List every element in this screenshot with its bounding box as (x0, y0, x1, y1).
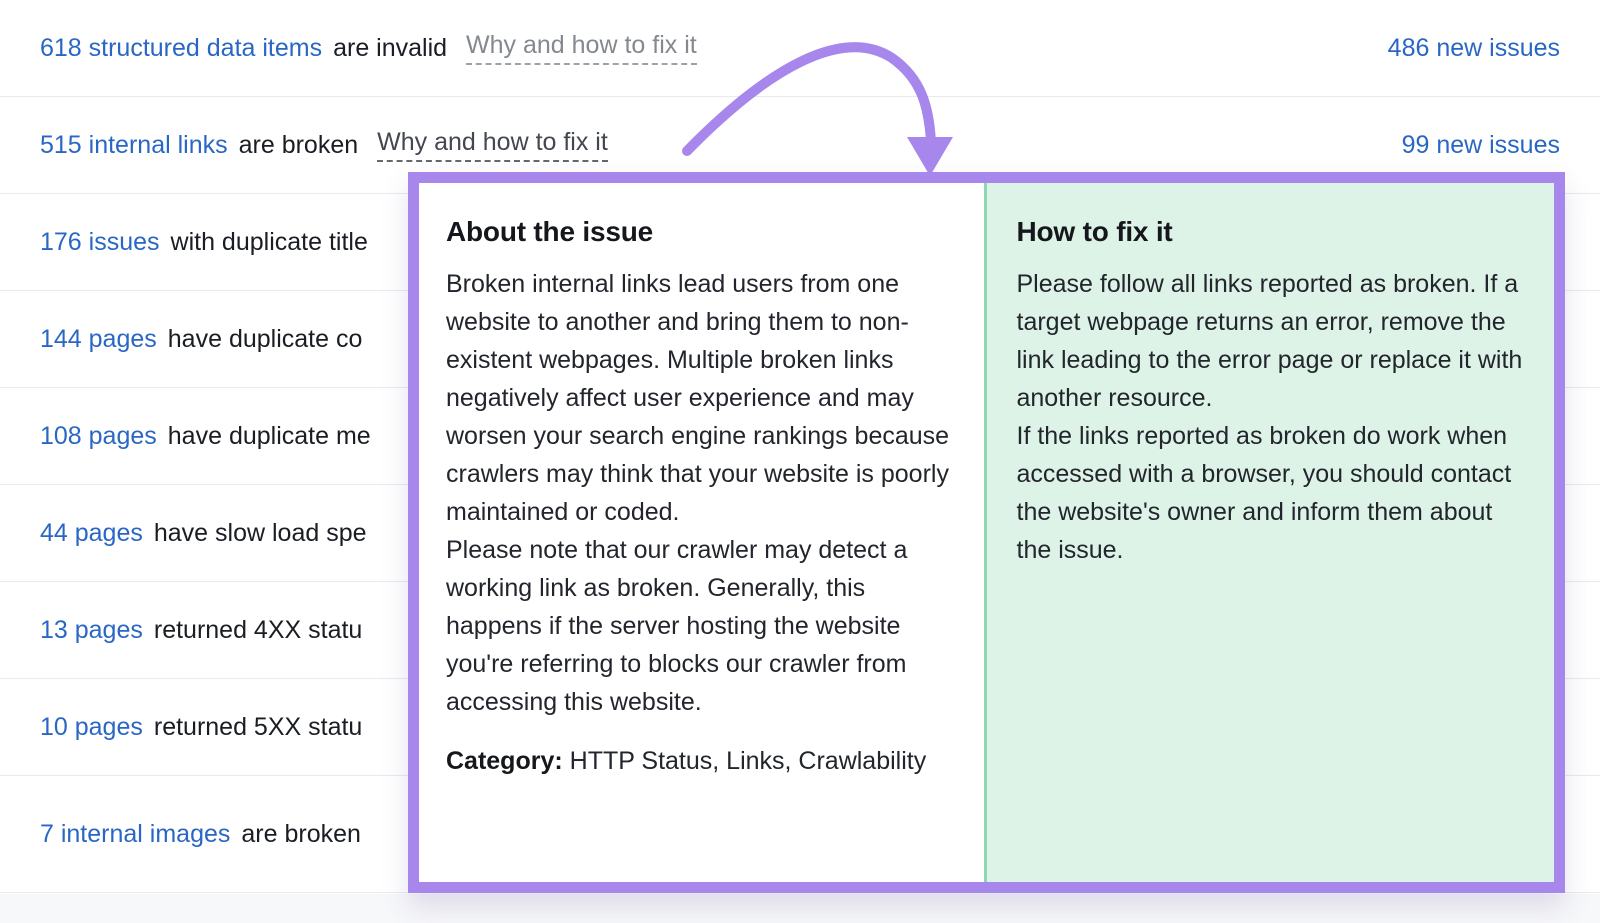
new-issues-link[interactable]: 99 new issues (1401, 130, 1560, 159)
issue-text: have slow load spe (153, 518, 367, 547)
issue-count-link[interactable]: 618 structured data items (40, 33, 323, 62)
page-background-strip (0, 894, 1600, 923)
issue-text: have duplicate co (167, 324, 363, 353)
issue-count-link[interactable]: 44 pages (40, 518, 143, 547)
issue-text: returned 5XX statu (153, 712, 363, 741)
issue-category: Category: HTTP Status, Links, Crawlabili… (446, 742, 958, 780)
issue-count-link[interactable]: 144 pages (40, 324, 157, 353)
issue-text: have duplicate me (167, 421, 371, 450)
issue-text: are invalid (333, 33, 448, 62)
about-body: Broken internal links lead users from on… (446, 270, 950, 716)
issue-count-link[interactable]: 176 issues (40, 227, 160, 256)
how-to-fix-panel: How to fix it Please follow all links re… (983, 183, 1554, 882)
issue-row: 618 structured data items are invalid Wh… (0, 0, 1600, 97)
why-how-to-fix-link[interactable]: Why and how to fix it (377, 128, 608, 162)
why-how-to-fix-link[interactable]: Why and how to fix it (466, 31, 697, 65)
issue-count-link[interactable]: 515 internal links (40, 130, 228, 159)
fix-body: Please follow all links reported as brok… (1016, 270, 1523, 564)
category-label: Category: (446, 747, 563, 775)
issue-tooltip-popup: About the issue Broken internal links le… (408, 172, 1565, 893)
issue-count-link[interactable]: 7 internal images (40, 819, 231, 848)
issue-text: are broken (241, 819, 361, 848)
category-value: HTTP Status, Links, Crawlability (562, 747, 927, 775)
about-the-issue-panel: About the issue Broken internal links le… (419, 183, 984, 882)
fix-title: How to fix it (1016, 216, 1173, 247)
issue-text: with duplicate title (170, 227, 368, 256)
issue-text: are broken (238, 130, 359, 159)
issue-count-link[interactable]: 108 pages (40, 421, 157, 450)
issue-text: returned 4XX statu (153, 615, 363, 644)
new-issues-link[interactable]: 486 new issues (1387, 33, 1560, 62)
issue-count-link[interactable]: 10 pages (40, 712, 143, 741)
about-title: About the issue (446, 216, 654, 247)
issue-count-link[interactable]: 13 pages (40, 615, 143, 644)
